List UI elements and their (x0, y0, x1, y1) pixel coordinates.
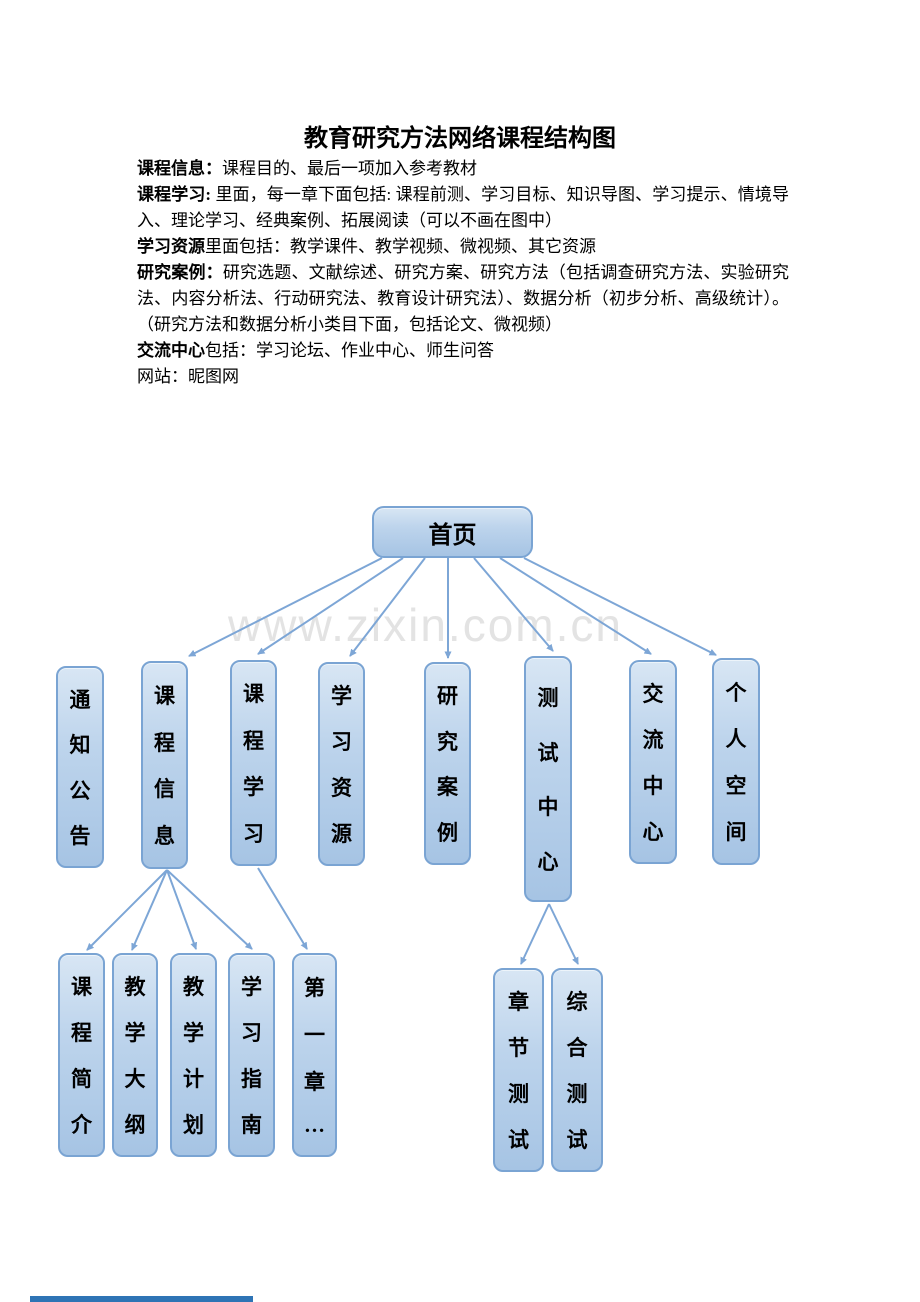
node-course-info-label: 课程信息 (154, 683, 175, 849)
note-communication-center-lead: 交流中心 (137, 341, 205, 360)
node-chapter-one: 第一章… (292, 953, 337, 1157)
note-course-info: 课程信息：课程目的、最后一项加入参考教材 (137, 156, 789, 182)
node-notice-announcements-label: 通知公告 (69, 687, 91, 849)
node-home: 首页 (372, 506, 533, 558)
page-title: 教育研究方法网络课程结构图 (304, 126, 616, 152)
note-course-info-text: 课程目的、最后一项加入参考教材 (222, 159, 477, 178)
node-teaching-plan: 教学计划 (170, 953, 217, 1157)
node-communication-center: 交流中心 (629, 660, 677, 864)
note-learning-resources-text: 里面包括：教学课件、教学视频、微视频、其它资源 (205, 237, 596, 256)
node-personal-space-label: 个人空间 (725, 680, 747, 845)
node-course-learning: 课程学习 (230, 660, 277, 866)
node-chapter-test-label: 章节测试 (508, 990, 529, 1152)
node-communication-center-label: 交流中心 (642, 682, 664, 844)
node-teaching-outline-label: 教学大纲 (124, 975, 146, 1137)
note-research-cases-text: 研究选题、文献综述、研究方案、研究方法（包括调查研究方法、实验研究法、内容分析法… (137, 263, 790, 334)
node-comprehensive-test-label: 综合测试 (566, 990, 588, 1152)
notes-block: 课程信息：课程目的、最后一项加入参考教材 课程学习: 里面，每一章下面包括: 课… (137, 156, 789, 390)
watermark: www.zixin.com.cn (228, 599, 623, 651)
note-website: 网站：昵图网 (137, 364, 789, 390)
node-comprehensive-test: 综合测试 (551, 968, 603, 1172)
note-learning-resources-lead: 学习资源 (137, 237, 205, 256)
note-research-cases: 研究案例：研究选题、文献综述、研究方案、研究方法（包括调查研究方法、实验研究法、… (137, 260, 789, 338)
node-notice-announcements: 通知公告 (56, 666, 104, 868)
node-chapter-test: 章节测试 (493, 968, 544, 1172)
node-learning-resources-label: 学习资源 (331, 684, 352, 846)
node-course-info: 课程信息 (141, 661, 188, 869)
note-course-learning-lead: 课程学习: (137, 185, 212, 204)
node-chapter-one-label: 第一章… (304, 976, 325, 1137)
note-communication-center-text: 包括：学习论坛、作业中心、师生问答 (205, 341, 494, 360)
node-learning-resources: 学习资源 (318, 662, 365, 866)
note-learning-resources: 学习资源里面包括：教学课件、教学视频、微视频、其它资源 (137, 234, 789, 260)
node-research-cases: 研究案例 (424, 662, 471, 865)
node-course-learning-label: 课程学习 (243, 682, 264, 846)
node-teaching-outline: 教学大纲 (112, 953, 158, 1157)
note-communication-center: 交流中心包括：学习论坛、作业中心、师生问答 (137, 338, 789, 364)
node-personal-space: 个人空间 (712, 658, 760, 865)
next-page-strip (30, 1296, 253, 1302)
note-course-learning-text: 里面，每一章下面包括: 课程前测、学习目标、知识导图、学习提示、情境导入、理论学… (137, 185, 789, 230)
node-teaching-plan-label: 教学计划 (183, 975, 204, 1137)
note-course-info-lead: 课程信息： (137, 159, 222, 178)
node-test-center-label: 测试中心 (537, 686, 559, 874)
node-study-guide: 学习指南 (228, 953, 275, 1157)
note-research-cases-lead: 研究案例： (137, 263, 223, 282)
note-website-text: 网站：昵图网 (137, 367, 239, 386)
node-study-guide-label: 学习指南 (241, 975, 262, 1137)
node-course-intro: 课程简介 (58, 953, 105, 1157)
node-course-intro-label: 课程简介 (71, 975, 92, 1137)
note-course-learning: 课程学习: 里面，每一章下面包括: 课程前测、学习目标、知识导图、学习提示、情境… (137, 182, 789, 234)
node-research-cases-label: 研究案例 (437, 683, 458, 846)
node-test-center: 测试中心 (524, 656, 572, 902)
